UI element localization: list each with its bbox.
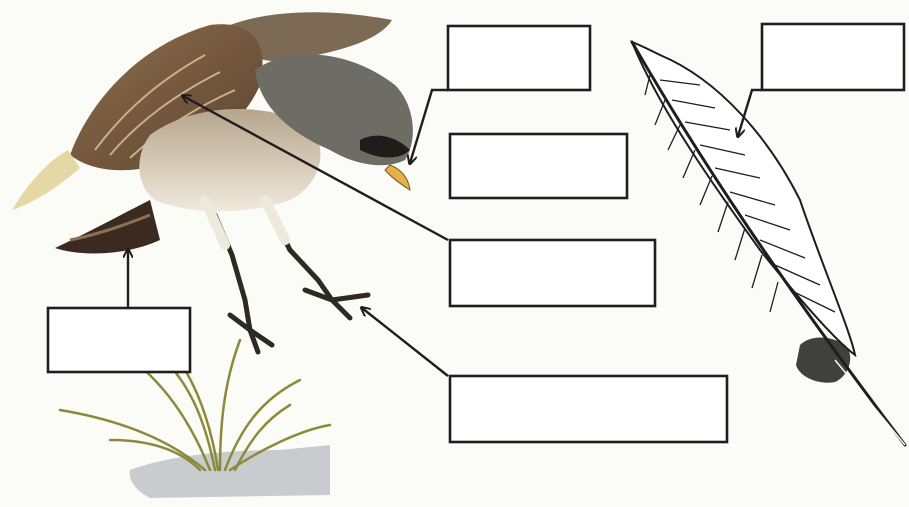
bird-tail [55, 200, 160, 253]
label-box-head[interactable] [450, 134, 627, 198]
label-box-tail[interactable] [48, 308, 190, 372]
label-box-claw[interactable] [450, 376, 727, 442]
bird-right-leg [270, 210, 368, 318]
snow-patch [130, 445, 330, 498]
pointer-beak [410, 90, 448, 163]
feather-quill-core [835, 360, 905, 445]
label-box-feather[interactable] [762, 24, 904, 90]
bird-illustration [12, 12, 413, 352]
bird-beak [385, 165, 410, 190]
pointer-claw [362, 308, 448, 376]
label-box-wing[interactable] [450, 240, 655, 306]
label-box-beak[interactable] [448, 26, 590, 90]
bird-wing-tips [12, 150, 80, 210]
